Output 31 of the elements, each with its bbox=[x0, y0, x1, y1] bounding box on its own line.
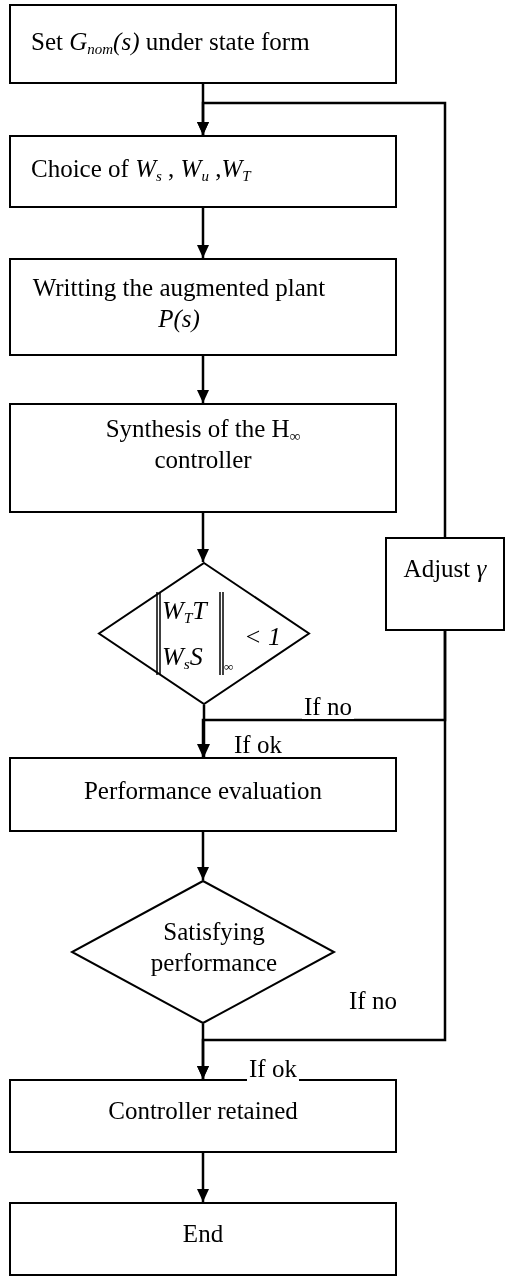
process-box bbox=[9, 403, 397, 513]
decision-diamond bbox=[71, 880, 335, 1024]
node-text: Adjust γ bbox=[402, 554, 488, 584]
process-box bbox=[9, 757, 397, 832]
process-box bbox=[9, 1079, 397, 1153]
edge-label: If ok bbox=[247, 1056, 299, 1081]
formula-text: W$_{T}$T bbox=[162, 598, 207, 624]
process-box bbox=[9, 4, 397, 84]
arrow bbox=[197, 631, 447, 1079]
formula-text: < 1 bbox=[244, 624, 282, 650]
process-box bbox=[9, 258, 397, 356]
node-text: Satisfying performance bbox=[149, 917, 279, 979]
node-text: Controller retained bbox=[107, 1096, 299, 1126]
arrow bbox=[197, 208, 209, 258]
node-text: Set G$_{nom}$(s) under state form bbox=[31, 27, 311, 58]
arrow bbox=[197, 356, 209, 403]
formula-text: W$_{s}$S bbox=[162, 644, 203, 670]
arrow bbox=[197, 101, 447, 537]
process-box bbox=[9, 135, 397, 208]
arrow bbox=[197, 1153, 209, 1202]
edge-label: If no bbox=[302, 694, 354, 719]
node-text: Choice of W$_{s}$ , W$_{u}$ ,W$_{T}$ bbox=[31, 154, 253, 185]
node-text: Performance evaluation bbox=[82, 776, 324, 806]
process-box bbox=[9, 1202, 397, 1276]
node-text: End bbox=[181, 1219, 225, 1249]
arrow bbox=[197, 832, 209, 880]
node-text: Synthesis of the H$_{∞}$ controller bbox=[104, 414, 302, 476]
process-box bbox=[385, 537, 505, 631]
arrow bbox=[197, 513, 209, 562]
node-text: Writting the augmented plant P(s) bbox=[31, 273, 327, 335]
formula-text: ∞ bbox=[224, 660, 234, 673]
